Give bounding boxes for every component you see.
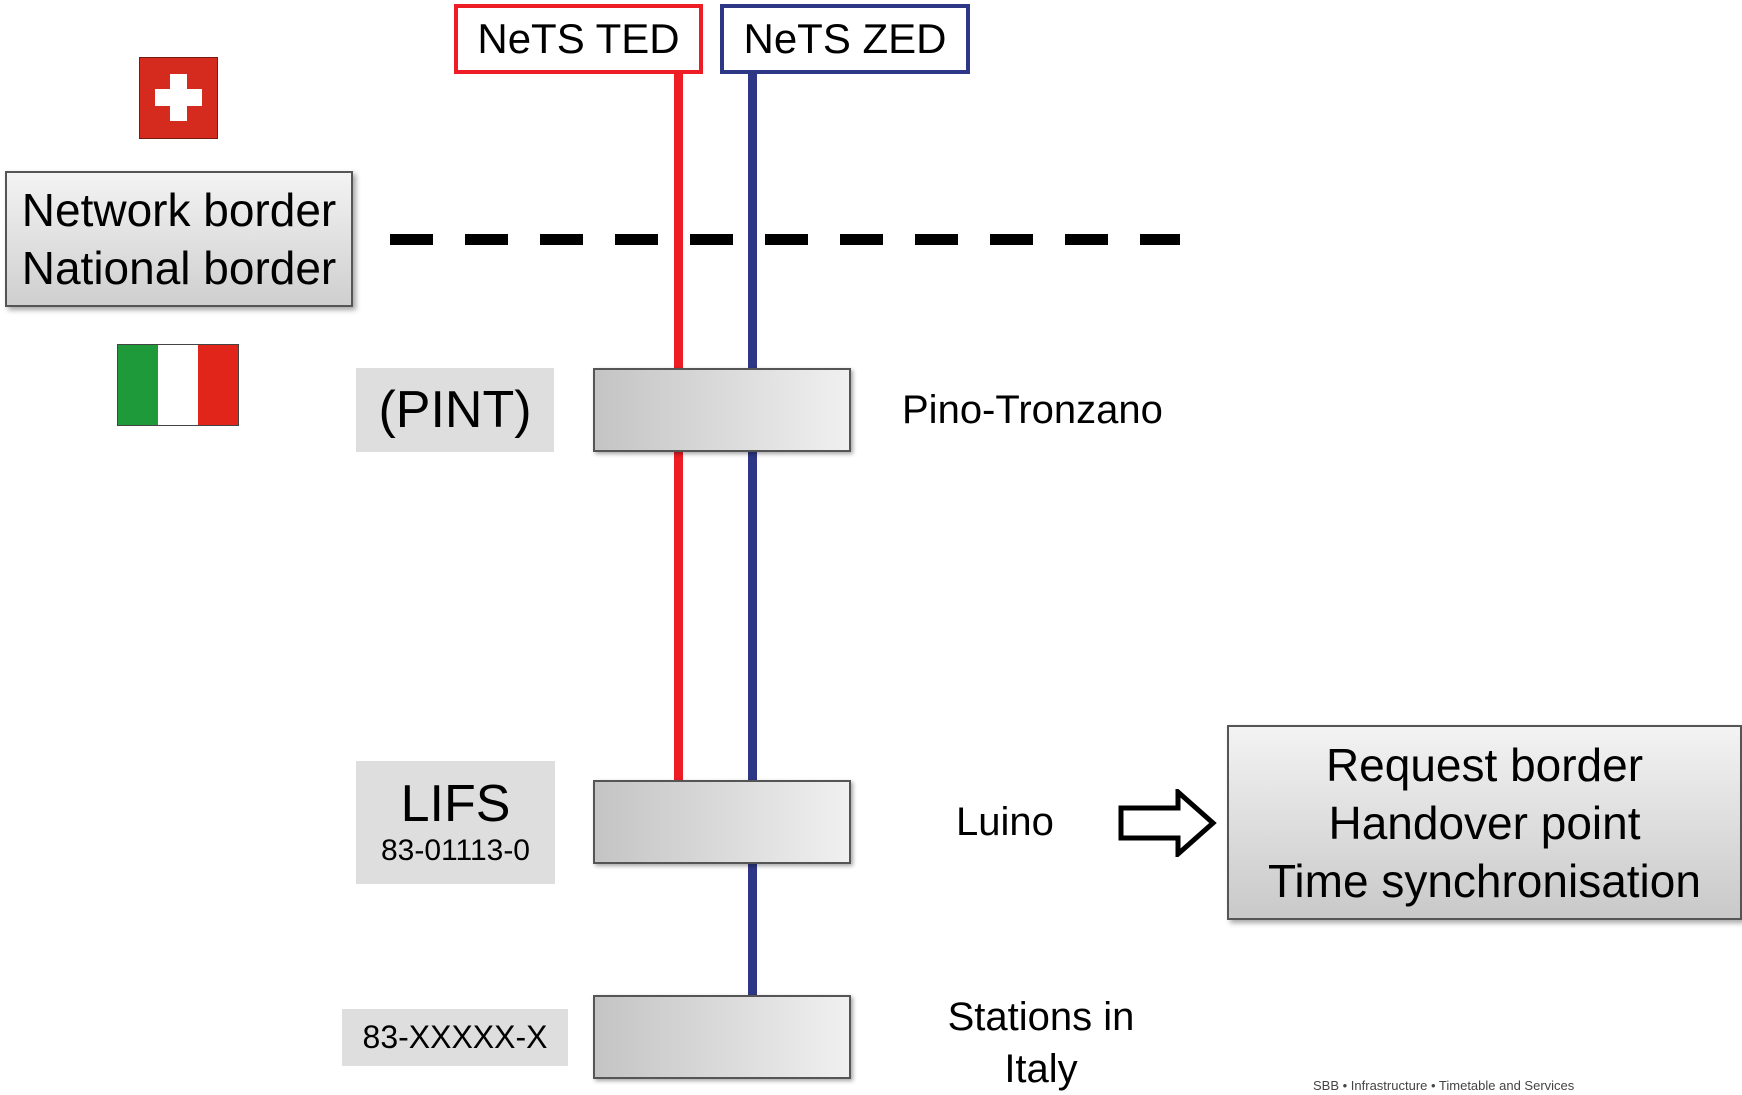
italy-flag-red-stripe [198,345,238,425]
station-name-pino-tronzano: Pino-Tronzano [902,388,1163,432]
switzerland-flag-icon [139,57,218,139]
time-sync-line: Time synchronisation [1268,854,1701,907]
right-arrow-icon [1118,789,1217,857]
station-box-italy [593,995,851,1079]
nets-zed-legend: NeTS ZED [720,4,970,74]
italy-flag-green-stripe [118,345,158,425]
station-name-line: Stations in [947,995,1135,1039]
station-name-italy: Stations in Italy [900,991,1182,1095]
italy-flag-icon [117,344,239,426]
station-code: (PINT) [378,381,532,439]
station-code: LIFS [400,774,511,833]
station-code-tag-lifs: LIFS 83-01113-0 [356,761,555,884]
station-code-tag-italy: 83-XXXXX-X [342,1009,568,1066]
request-border-box: Request border Handover point Time synch… [1227,725,1742,920]
national-border-label: National border [21,242,337,294]
nets-zed-label: NeTS ZED [743,15,947,62]
network-border-label: Network border [21,184,337,236]
station-name-luino: Luino [956,800,1054,844]
station-code-tag-pint: (PINT) [356,368,554,452]
border-label-box: Network border National border [5,171,353,307]
station-name-line: Italy [1004,1047,1078,1091]
border-dashed-line [390,234,1180,245]
italy-flag-white-stripe [158,345,198,425]
footer-text: SBB • Infrastructure • Timetable and Ser… [1313,1078,1575,1093]
handover-point-line: Handover point [1328,796,1641,849]
station-box-luino [593,780,851,864]
station-number: 83-XXXXX-X [362,1019,548,1055]
nets-zed-line [748,74,757,999]
request-border-line: Request border [1325,738,1644,791]
nets-ted-label: NeTS TED [477,15,680,62]
nets-ted-legend: NeTS TED [454,4,703,74]
station-box-pint [593,368,851,452]
station-number: 83-01113-0 [380,833,530,867]
